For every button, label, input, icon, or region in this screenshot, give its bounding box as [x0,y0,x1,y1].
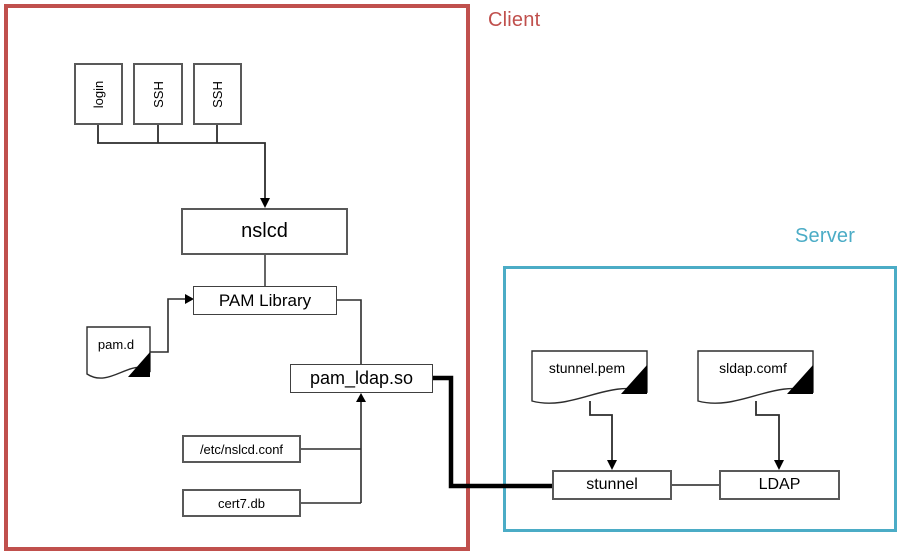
node-pam-library: PAM Library [193,286,337,315]
node-pam-ldap-so-label: pam_ldap.so [309,368,414,388]
node-nslcd: nslcd [181,208,348,255]
node-ssh-2: SSH [193,63,242,125]
document-pamd-label: pam.d [97,337,135,352]
node-stunnel: stunnel [552,470,672,500]
node-ssh-1: SSH [133,63,183,125]
node-login-label: login [91,80,106,108]
node-pam-ldap-so: pam_ldap.so [290,364,433,393]
node-ldap-label: LDAP [758,476,801,493]
node-cert7-db-label: cert7.db [218,495,265,511]
node-cert7-db: cert7.db [182,489,301,517]
node-nslcd-label: nslcd [241,220,288,242]
document-sldap-comf-label: sldap.comf [719,360,787,376]
node-login: login [74,63,123,125]
node-ssh-1-label: SSH [150,80,166,108]
client-region-label: Client [488,9,541,31]
document-stunnel-pem-label: stunnel.pem [548,360,626,376]
node-etc-nslcd-conf: /etc/nslcd.conf [182,435,301,463]
node-pam-library-label: PAM Library [218,290,312,310]
server-region-label: Server [795,225,856,247]
node-ssh-2-label: SSH [209,80,225,108]
node-ldap: LDAP [719,470,840,500]
node-etc-nslcd-conf-label: /etc/nslcd.conf [199,441,284,457]
node-stunnel-label: stunnel [586,476,638,493]
client-region-frame [4,4,470,551]
